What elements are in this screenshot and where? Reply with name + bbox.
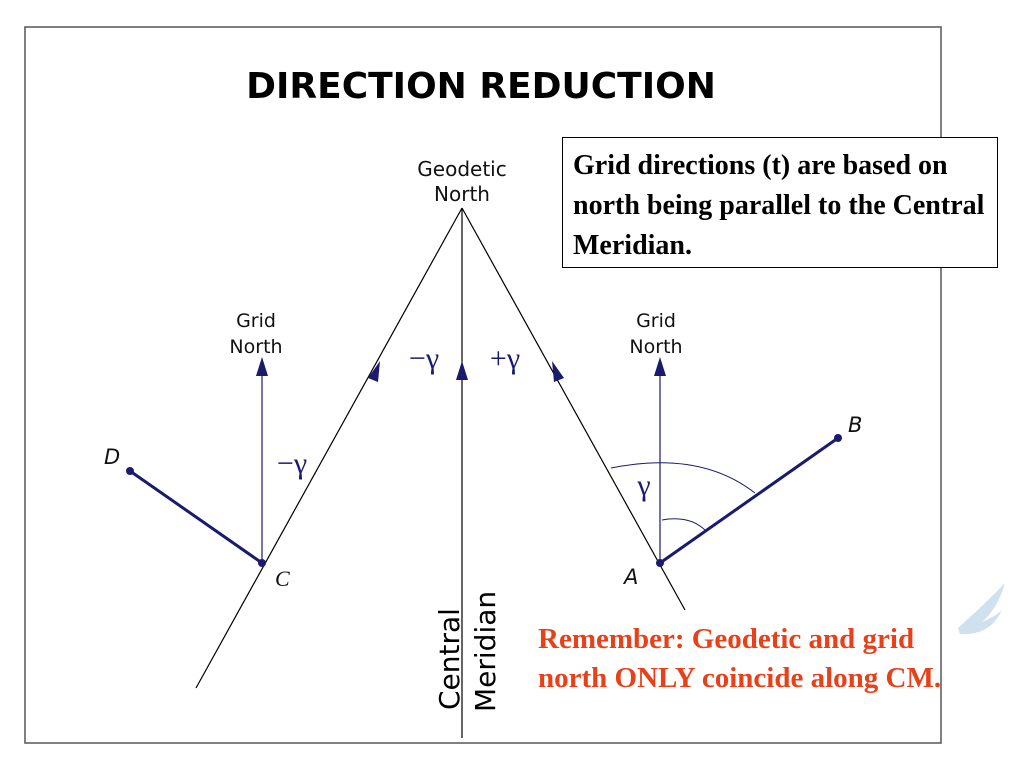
central-meridian-arrow: [456, 361, 468, 380]
grid-north-left-label-2: North: [229, 336, 282, 358]
gamma-negative-left: −γ: [277, 447, 307, 480]
left-geodetic-line: [195, 207, 463, 689]
grid-north-right-label-2: North: [629, 336, 682, 358]
frame: [24, 26, 942, 744]
point-c-dot: [258, 559, 266, 567]
point-d-label: D: [104, 445, 120, 469]
right-line-arrow: [552, 361, 564, 382]
point-b-label: B: [848, 413, 862, 437]
line-ab: [659, 436, 839, 565]
geodetic-north-label-1: Geodetic: [417, 157, 506, 181]
gamma-positive-top: +γ: [490, 342, 520, 375]
large-angle-arc: [610, 462, 756, 494]
diagram-title: DIRECTION REDUCTION: [246, 66, 716, 107]
grid-north-left-label-1: Grid: [236, 310, 276, 332]
small-angle-arc: [661, 518, 707, 532]
watermark-swoosh-icon: [958, 583, 1005, 635]
line-cd: [129, 469, 263, 565]
left-line-arrow: [368, 361, 380, 382]
grid-north-right-arrow: [654, 357, 666, 376]
right-geodetic-line: [461, 207, 686, 611]
remember-text: Remember: Geodetic and grid north ONLY c…: [538, 623, 942, 694]
point-a-label: A: [622, 565, 638, 589]
callout-box: Grid directions (t) are based on north b…: [562, 137, 998, 268]
point-d-dot: [126, 467, 134, 475]
callout-text: Grid directions (t) are based on north b…: [573, 150, 985, 261]
gamma-right: γ: [636, 469, 650, 502]
point-a-dot: [656, 559, 664, 567]
point-b-dot: [834, 434, 842, 442]
grid-north-right-label-1: Grid: [636, 310, 676, 332]
remember-note: Remember: Geodetic and grid north ONLY c…: [538, 620, 958, 698]
central-label: Central: [433, 608, 466, 710]
geodetic-north-label-2: North: [434, 182, 490, 206]
meridian-label: Meridian: [469, 591, 502, 712]
gamma-negative-top: −γ: [409, 342, 439, 375]
point-c-label: C: [275, 566, 290, 591]
grid-north-left-arrow: [256, 357, 268, 376]
